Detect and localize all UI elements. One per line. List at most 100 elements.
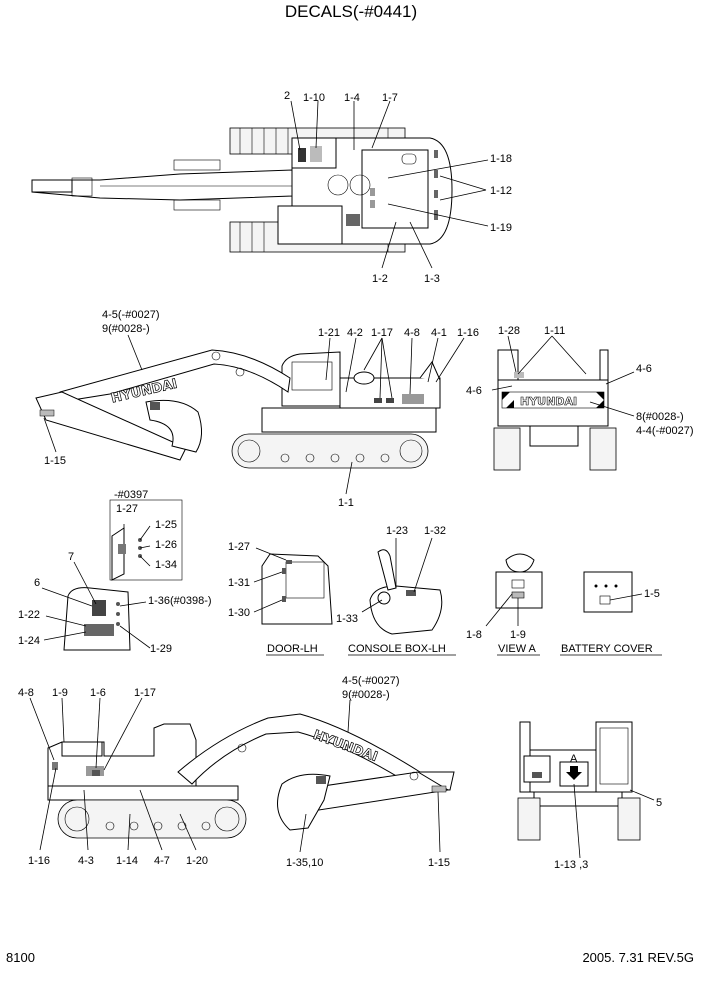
label-4-5: 4-5(-#0027) <box>102 309 159 321</box>
side-rh-track <box>57 799 247 839</box>
label-1-20: 1-20 <box>186 855 208 867</box>
front-cab <box>595 721 633 793</box>
label-1-11: 1-11 <box>544 325 565 337</box>
label-1-16-rh: 1-16 <box>28 855 50 867</box>
cab-detail: -#0397 1-27 1-25 1-26 1-34 7 6 1-36(#039… <box>18 489 212 655</box>
label-1-31: 1-31 <box>228 577 250 589</box>
label-4-6-right: 4-6 <box>636 363 652 375</box>
caption-battery-cover: BATTERY COVER <box>561 643 653 655</box>
label-9-rh: 9(#0028-) <box>342 689 390 701</box>
label-1-6: 1-6 <box>90 687 106 699</box>
side-view-rh: HYUNDAI 4-8 1-9 1-6 1-17 4-5(-#0027) 9(#… <box>18 675 455 869</box>
label-a: A <box>570 753 578 765</box>
label-4-1: 4-1 <box>431 327 447 339</box>
label-1-29: 1-29 <box>150 643 172 655</box>
label-4-2: 4-2 <box>347 327 363 339</box>
side-lh-arm <box>35 391 187 461</box>
label-1-9-viewa: 1-9 <box>510 629 526 641</box>
label-4-6-left: 4-6 <box>466 385 482 397</box>
label-6: 6 <box>34 577 40 589</box>
battery-cover: 1-5 BATTERY COVER <box>560 571 662 656</box>
label-4-5-rh: 4-5(-#0027) <box>342 675 399 687</box>
joystick <box>377 549 397 591</box>
view-a: 1-8 1-9 VIEW A <box>466 553 543 656</box>
console-box-lh: 1-23 1-32 1-33 CONSOLE BOX-LH <box>336 525 456 656</box>
rear-view: HYUNDAI 1-28 1-11 4-6 4-6 8(#0028-) 4-4(… <box>466 325 693 471</box>
label-1-17: 1-17 <box>371 327 393 339</box>
label-1-5: 1-5 <box>644 588 660 600</box>
cab-interior <box>63 587 131 651</box>
revision-date: 2005. 7.31 REV.5G <box>582 950 694 965</box>
label-1-26: 1-26 <box>155 539 177 551</box>
side-lh-cab <box>281 351 341 407</box>
top-swing-bearing <box>327 174 349 196</box>
label-1-28: 1-28 <box>498 325 520 337</box>
label-1-25: 1-25 <box>155 519 177 531</box>
side-rh-upper <box>47 723 197 791</box>
door-lh-shape <box>261 553 333 625</box>
label-1-15: 1-15 <box>44 455 66 467</box>
label-2: 2 <box>284 90 290 102</box>
side-view-lh: HYUNDAI 4-5(-#0027) 9(#0028-) 1-21 4-2 1… <box>35 309 479 509</box>
caption-door-lh: DOOR-LH <box>267 643 318 655</box>
label-5: 5 <box>656 797 662 809</box>
label-1-21: 1-21 <box>318 327 340 339</box>
label-1-24: 1-24 <box>18 635 40 647</box>
side-rh-bucket <box>277 773 331 831</box>
label-8: 8(#0028-) <box>636 411 684 423</box>
caption-view-a: VIEW A <box>498 643 537 655</box>
label-1-30: 1-30 <box>228 607 250 619</box>
label-1-2: 1-2 <box>372 273 388 285</box>
caption-console-box-lh: CONSOLE BOX-LH <box>348 643 446 655</box>
top-view: 2 1-10 1-4 1-7 1-18 1-12 1-19 1-2 1-3 <box>31 90 512 285</box>
cab-inset-frame <box>109 499 183 581</box>
label-1-10: 1-10 <box>303 92 325 104</box>
top-leaders <box>290 100 489 269</box>
label-1-3: 1-3 <box>424 273 440 285</box>
page-code: 8100 <box>6 950 35 965</box>
label-1-23: 1-23 <box>386 525 408 537</box>
label-1-15-rh: 1-15 <box>428 857 450 869</box>
label-1-8: 1-8 <box>466 629 482 641</box>
front-view: A 5 1-13 ,3 <box>517 721 662 871</box>
label-1-1: 1-1 <box>338 497 354 509</box>
side-rh-boom <box>177 713 455 791</box>
label-4-4: 4-4(-#0027) <box>636 425 693 437</box>
page-title: DECALS(-#0441) <box>285 2 417 21</box>
battery-cover-shape <box>583 571 633 613</box>
label-1-18: 1-18 <box>490 153 512 165</box>
label-1-22: 1-22 <box>18 609 40 621</box>
door-lh: 1-27 1-31 1-30 DOOR-LH <box>228 541 333 656</box>
side-lh-boom <box>59 349 291 403</box>
label-9: 9(#0028-) <box>102 323 150 335</box>
top-bucket <box>31 179 73 193</box>
side-lh-bucket <box>145 399 202 453</box>
label-1-14: 1-14 <box>116 855 138 867</box>
side-lh-track <box>231 433 429 469</box>
label-1-34: 1-34 <box>155 559 177 571</box>
top-decal-2 <box>298 148 306 162</box>
label-1-19: 1-19 <box>490 222 512 234</box>
label-1-32: 1-32 <box>424 525 446 537</box>
label-1-35: 1-35,10 <box>286 857 323 869</box>
label-1-9-rh: 1-9 <box>52 687 68 699</box>
label-1-17-rh: 1-17 <box>134 687 156 699</box>
label-7: 7 <box>68 551 74 563</box>
arrow-down-icon <box>566 766 582 780</box>
label-1-13-3: 1-13 ,3 <box>554 859 588 871</box>
label-0397: -#0397 <box>114 489 148 501</box>
label-1-27-inset: 1-27 <box>116 503 138 515</box>
label-1-16: 1-16 <box>457 327 479 339</box>
view-a-body <box>495 571 543 609</box>
label-1-7: 1-7 <box>382 92 398 104</box>
label-1-12: 1-12 <box>490 185 512 197</box>
label-1-4: 1-4 <box>344 92 360 104</box>
side-lh-engine-cover <box>339 377 441 409</box>
label-1-36: 1-36(#0398-) <box>148 595 212 607</box>
label-4-3: 4-3 <box>78 855 94 867</box>
label-1-27-door: 1-27 <box>228 541 250 553</box>
top-boom <box>31 169 293 201</box>
label-4-8-rh: 4-8 <box>18 687 34 699</box>
